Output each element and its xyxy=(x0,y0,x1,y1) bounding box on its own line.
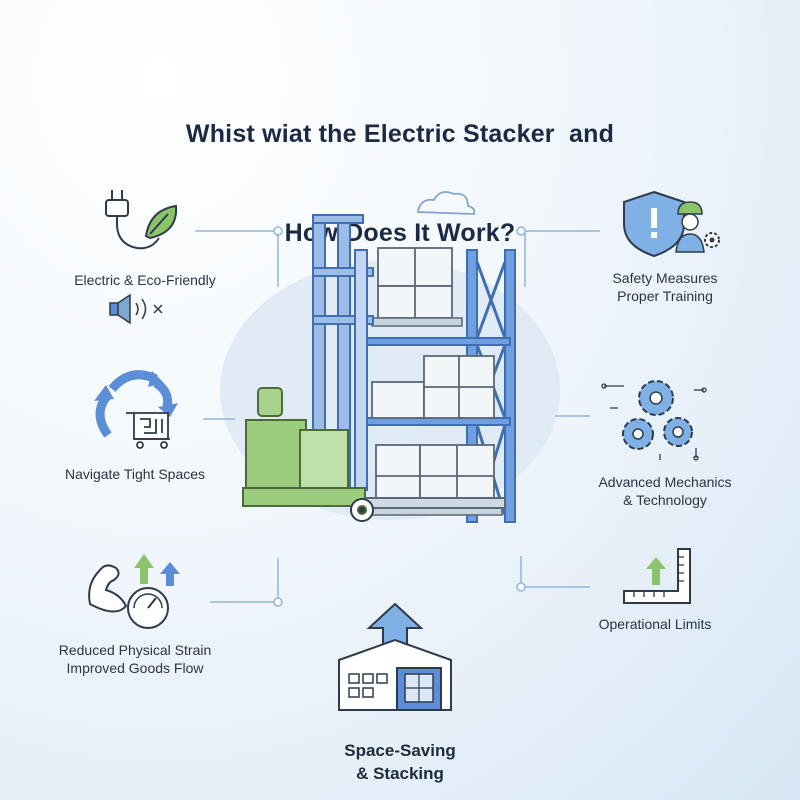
plug-leaf-icon xyxy=(105,190,178,250)
strain-line-1: Reduced Physical Strain xyxy=(58,642,212,658)
warehouse-arrow-icon xyxy=(338,602,452,711)
mechanics-label: Advanced Mechanics & Technology xyxy=(565,473,765,509)
space-saving-label: Space-Saving & Stacking xyxy=(290,739,510,785)
mechanics-line-2: & Technology xyxy=(623,492,707,508)
shield-worker-icon xyxy=(623,190,720,258)
strain-line-2: Improved Goods Flow xyxy=(66,660,204,676)
mechanics-line-1: Advanced Mechanics xyxy=(598,474,732,490)
space-line-2: & Stacking xyxy=(356,764,444,783)
stacker-mast xyxy=(312,214,374,496)
gears-icon xyxy=(601,380,707,461)
operational-limits-label: Operational Limits xyxy=(598,616,712,632)
title-line-1: Whist wiat the Electric Stacker and xyxy=(185,120,615,148)
space-line-1: Space-Saving xyxy=(344,741,456,760)
stacker-body xyxy=(242,387,506,522)
safety-label: Safety Measures Proper Training xyxy=(570,269,760,305)
cloud-icon xyxy=(416,191,476,215)
maze-cart-icon xyxy=(94,370,178,449)
navigate-label: Navigate Tight Spaces xyxy=(64,466,206,482)
electric-eco-label: Electric & Eco-Friendly xyxy=(74,272,216,288)
ruler-arrow-icon xyxy=(623,548,691,604)
strain-label: Reduced Physical Strain Improved Goods F… xyxy=(40,641,230,677)
safety-line-2: Proper Training xyxy=(617,288,713,304)
safety-line-1: Safety Measures xyxy=(612,270,718,286)
connector-lines xyxy=(195,226,600,607)
page-title: Whist wiat the Electric Stacker and How … xyxy=(0,52,800,283)
sound-off-icon xyxy=(109,293,163,325)
arm-gauge-icon xyxy=(88,554,180,629)
